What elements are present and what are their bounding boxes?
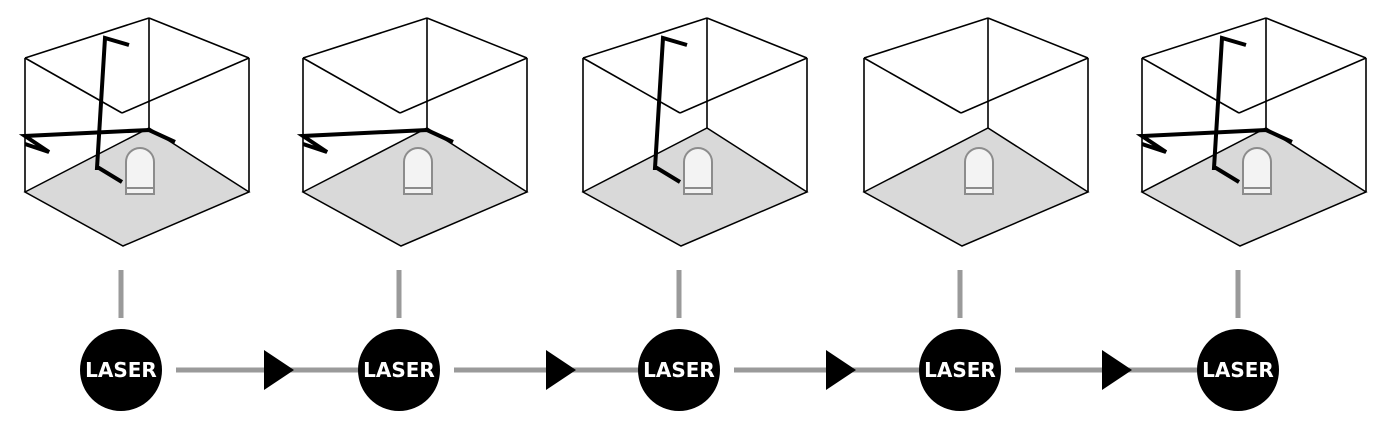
vertical-laser-line <box>1211 35 1247 184</box>
laser-button-circle <box>80 329 162 411</box>
next-mode-arrow-icon <box>1102 350 1132 390</box>
transition-arrows <box>264 350 1132 390</box>
laser-button-label: LASER <box>1202 358 1274 382</box>
laser-device-icon <box>964 147 994 189</box>
mode-panel <box>1135 17 1368 247</box>
cube-edge <box>1265 17 1367 59</box>
horizontal-laser-line <box>1135 127 1293 154</box>
horizontal-laser-line <box>18 127 176 154</box>
cube-edge <box>863 57 962 114</box>
cube-edge <box>960 57 1089 114</box>
laser-button-label: LASER <box>363 358 435 382</box>
laser-button-label: LASER <box>924 358 996 382</box>
cube-edge <box>582 57 681 114</box>
laser-device-icon <box>125 147 155 189</box>
mode-panel <box>581 17 809 247</box>
cube-edge <box>863 17 989 59</box>
laser-device-icon <box>1242 147 1272 189</box>
cube-edge <box>1141 57 1240 114</box>
cube-edge <box>706 17 808 59</box>
mode-panel <box>18 17 251 247</box>
laser-device-icon <box>403 147 433 189</box>
cube-edge <box>1141 17 1267 59</box>
cube-edge <box>987 17 1089 59</box>
vertical-laser-line <box>652 35 688 184</box>
cube-edge <box>1238 57 1367 114</box>
laser-mode-button: LASER <box>1197 329 1279 411</box>
laser-button-circle <box>638 329 720 411</box>
cube-edge <box>399 57 528 114</box>
laser-button-label: LASER <box>643 358 715 382</box>
laser-mode-button: LASER <box>80 329 162 411</box>
cube-edge <box>121 57 250 114</box>
laser-button-circle <box>919 329 1001 411</box>
cube-edge <box>679 57 808 114</box>
next-mode-arrow-icon <box>546 350 576 390</box>
laser-button-label: LASER <box>85 358 157 382</box>
cube-edge <box>24 57 123 114</box>
cube-edge <box>24 17 150 59</box>
laser-buttons: LASER LASER LASER LASER LASER <box>80 329 1279 411</box>
laser-device-base <box>683 187 713 195</box>
laser-button-circle <box>358 329 440 411</box>
laser-device-base <box>1242 187 1272 195</box>
mode-panels <box>18 17 1368 247</box>
horizontal-laser-line <box>296 127 454 154</box>
cube-edge <box>148 17 250 59</box>
laser-mode-button: LASER <box>358 329 440 411</box>
vertical-laser-line <box>94 35 130 184</box>
next-mode-arrow-icon <box>264 350 294 390</box>
laser-device-base <box>125 187 155 195</box>
mode-panel <box>862 17 1090 247</box>
cube-edge <box>426 17 528 59</box>
laser-mode-button: LASER <box>638 329 720 411</box>
laser-device-base <box>964 187 994 195</box>
laser-button-circle <box>1197 329 1279 411</box>
mode-panel <box>296 17 529 247</box>
next-mode-arrow-icon <box>826 350 856 390</box>
cube-edge <box>302 57 401 114</box>
laser-device-icon <box>683 147 713 189</box>
laser-mode-button: LASER <box>919 329 1001 411</box>
cube-edge <box>302 17 428 59</box>
laser-device-base <box>403 187 433 195</box>
cube-edge <box>582 17 708 59</box>
